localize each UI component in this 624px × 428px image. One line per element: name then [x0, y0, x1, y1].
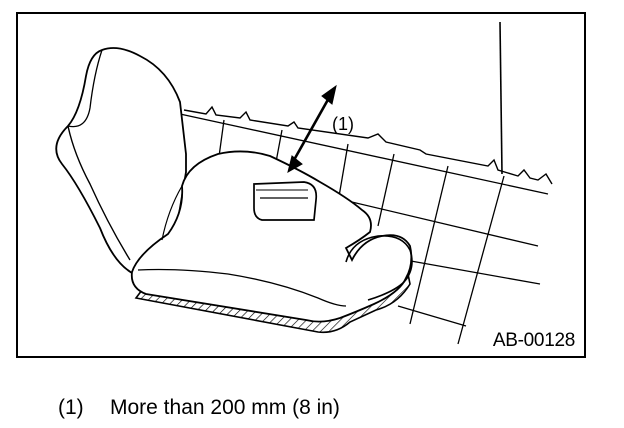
front-bolster: [345, 234, 413, 301]
legend-ref: (1): [58, 396, 84, 419]
seat-lever: [253, 181, 318, 221]
figure-code: AB-00128: [491, 330, 576, 352]
pillar-line: [499, 21, 503, 175]
floor-grid: [179, 112, 549, 345]
wave-line: [183, 105, 553, 185]
figure-frame: (1) AB-00128: [16, 12, 586, 358]
seat-cushion: [130, 150, 413, 323]
height-arrow: [287, 84, 337, 174]
legend: (1) More than 200 mm (8 in): [58, 396, 340, 420]
legend-text: More than 200 mm (8 in): [110, 396, 340, 419]
seat-illustration: [55, 21, 553, 345]
callout-label-1: (1): [332, 114, 354, 134]
seat-back-edge: [67, 125, 131, 261]
seat-back: [55, 47, 187, 278]
